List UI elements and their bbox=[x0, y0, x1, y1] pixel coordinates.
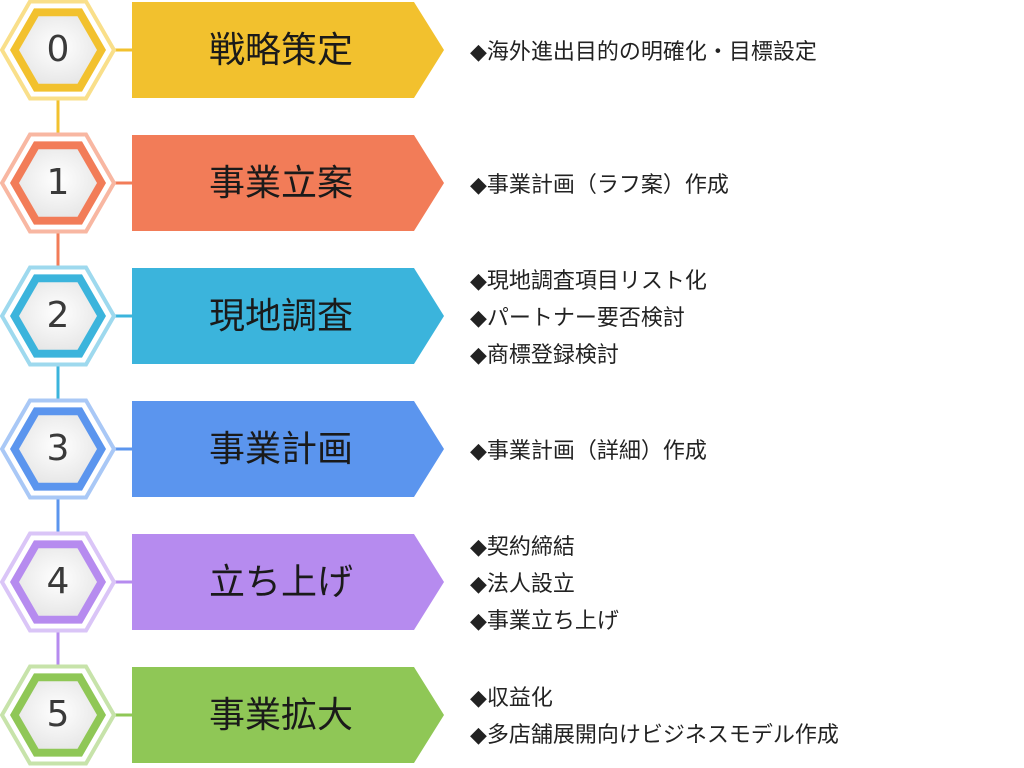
step-item: ◆法人設立 bbox=[470, 571, 575, 597]
step-title: 事業拡大 bbox=[209, 695, 353, 736]
step-0: 0 戦略策定 bbox=[0, 0, 444, 101]
hexagon-inner bbox=[19, 282, 97, 350]
step-number: 1 bbox=[47, 162, 70, 203]
step-title: 立ち上げ bbox=[209, 562, 353, 603]
step-5-items: ◆収益化 ◆多店舗展開向けビジネスモデル作成 bbox=[470, 680, 839, 754]
step-title: 現地調査 bbox=[209, 296, 353, 337]
step-2: 2 現地調査 bbox=[0, 265, 444, 367]
step-arrow bbox=[132, 401, 444, 497]
step-1-items: ◆事業計画（ラフ案）作成 bbox=[470, 167, 729, 204]
step-number: 2 bbox=[47, 295, 70, 336]
step-item: ◆収益化 bbox=[470, 686, 553, 711]
step-item: ◆海外進出目的の明確化・目標設定 bbox=[470, 39, 817, 65]
step-item: ◆多店舗展開向けビジネスモデル作成 bbox=[470, 723, 839, 748]
step-4: 4 立ち上げ bbox=[0, 531, 444, 633]
step-number: 3 bbox=[47, 428, 70, 469]
step-1: 1 事業立案 bbox=[0, 132, 444, 234]
step-title: 事業立案 bbox=[209, 163, 353, 204]
hexagon-inner bbox=[19, 681, 97, 749]
step-arrow bbox=[132, 135, 444, 231]
step-item: ◆パートナー要否検討 bbox=[470, 305, 685, 331]
step-item: ◆現地調査項目リスト化 bbox=[470, 268, 707, 294]
step-2-items: ◆現地調査項目リスト化 ◆パートナー要否検討 ◆商標登録検討 bbox=[470, 263, 707, 374]
step-item: ◆事業計画（詳細）作成 bbox=[470, 438, 707, 464]
step-arrow bbox=[132, 268, 444, 364]
step-item: ◆契約締結 bbox=[470, 534, 575, 560]
step-title: 事業計画 bbox=[209, 429, 353, 470]
step-arrow bbox=[132, 2, 444, 98]
hexagon-inner bbox=[19, 415, 97, 483]
step-item: ◆商標登録検討 bbox=[470, 342, 619, 368]
step-number: 4 bbox=[47, 561, 70, 602]
hexagon-inner bbox=[19, 548, 97, 616]
step-number: 0 bbox=[47, 29, 70, 70]
step-number: 5 bbox=[47, 694, 70, 735]
step-item: ◆事業立ち上げ bbox=[470, 608, 619, 634]
step-0-items: ◆海外進出目的の明確化・目標設定 bbox=[470, 34, 817, 71]
step-5: 5 事業拡大 bbox=[0, 664, 444, 766]
step-3: 3 事業計画 bbox=[0, 398, 444, 500]
step-title: 戦略策定 bbox=[209, 30, 353, 71]
step-arrow bbox=[132, 534, 444, 630]
step-3-items: ◆事業計画（詳細）作成 bbox=[470, 433, 707, 470]
step-arrow bbox=[132, 667, 444, 763]
step-item: ◆事業計画（ラフ案）作成 bbox=[470, 172, 729, 198]
hexagon-inner bbox=[19, 16, 97, 84]
step-4-items: ◆契約締結 ◆法人設立 ◆事業立ち上げ bbox=[470, 529, 619, 640]
hexagon-inner bbox=[19, 149, 97, 217]
